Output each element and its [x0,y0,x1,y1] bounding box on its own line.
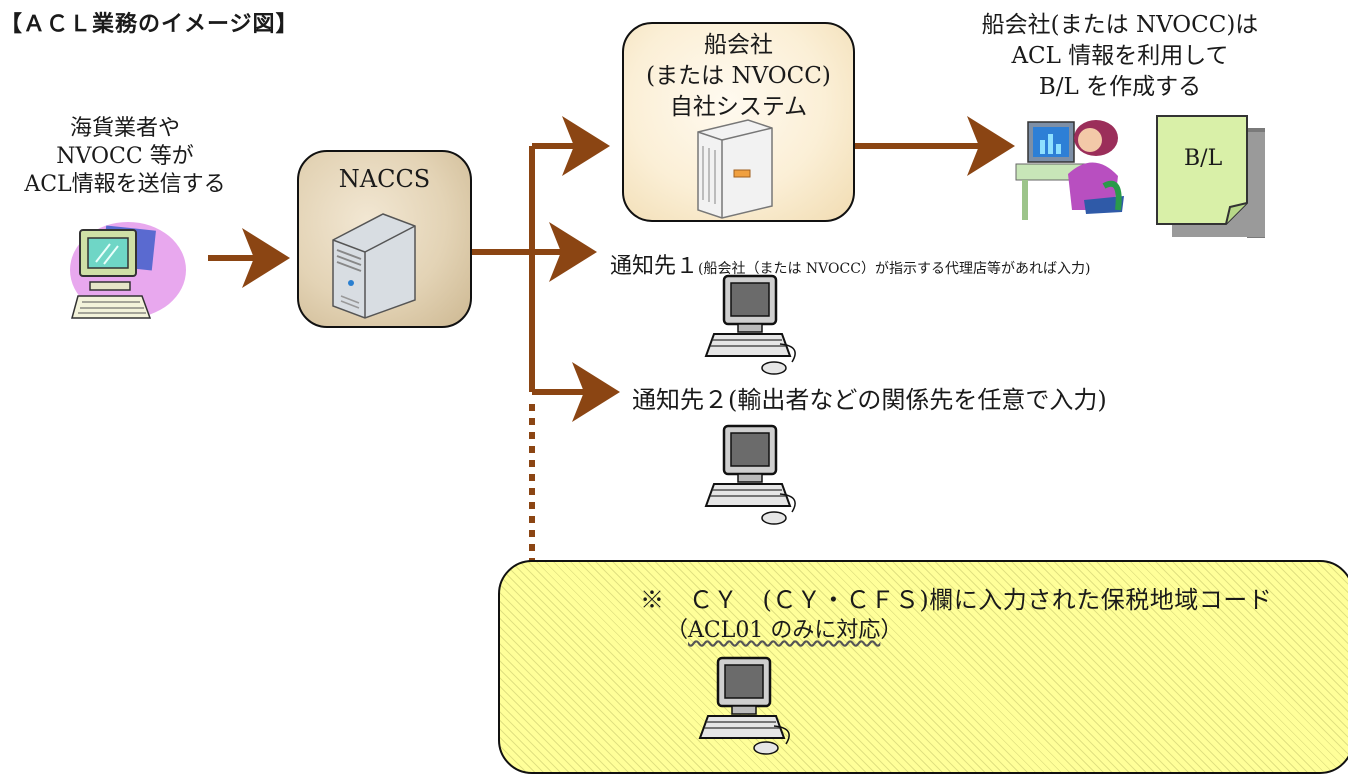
notify1-main: 通知先１ [610,254,699,279]
document-icon [1156,115,1265,238]
page-title: 【ＡＣＬ業務のイメージ図】 [0,12,299,37]
cy-label: ※ ＣＹ (ＣＹ・ＣＦＳ)欄に入力された保税地域コード [640,586,1273,614]
cy-note-code: ACL01 のみに対応 [688,618,881,643]
naccs-label: NACCS [338,165,431,193]
cy-note-open: （ [666,618,689,643]
cy-computer-icon [698,656,790,755]
sender-label-line3: ACL情報を送信する [24,172,226,197]
carrier-note: 船会社(または NVOCC)は ACL 情報を利用して B/L を作成する [940,10,1300,103]
carrier-label-line2: (または NVOCC) [646,63,831,89]
sender-label: 海貨業者や NVOCC 等が ACL情報を送信する [0,115,250,199]
operator-icon [1015,120,1124,220]
notify1-label: 通知先１(船会社（または NVOCC）が指示する代理店等があれば入力) [610,248,1090,280]
carrier-note-line3: B/L を作成する [1038,74,1202,100]
carrier-label-line3: 自社システム [669,94,808,120]
notify2-computer-icon [704,424,796,525]
notify1-computer-icon [704,274,796,375]
sender-label-line2: NVOCC 等が [56,144,194,169]
cy-note: （ACL01 のみに対応） [666,612,902,644]
naccs-server-icon [332,213,416,319]
sender-label-line1: 海貨業者や [69,116,180,141]
carrier-server-icon [697,119,773,219]
carrier-note-line2: ACL 情報を利用して [1011,43,1229,69]
cy-note-close: ） [880,618,903,643]
cy-box [498,560,1348,774]
notify2-label: 通知先２(輸出者などの関係先を任意で入力) [632,386,1107,414]
bl-label: B/L [1184,146,1223,171]
sender-computer-icon [70,222,186,319]
carrier-system-label: 船会社 (または NVOCC) 自社システム [624,30,853,123]
notify1-note: (船会社（または NVOCC）が指示する代理店等があれば入力) [698,261,1091,277]
carrier-note-line1: 船会社(または NVOCC)は [981,12,1259,38]
carrier-label-line1: 船会社 [704,32,773,58]
